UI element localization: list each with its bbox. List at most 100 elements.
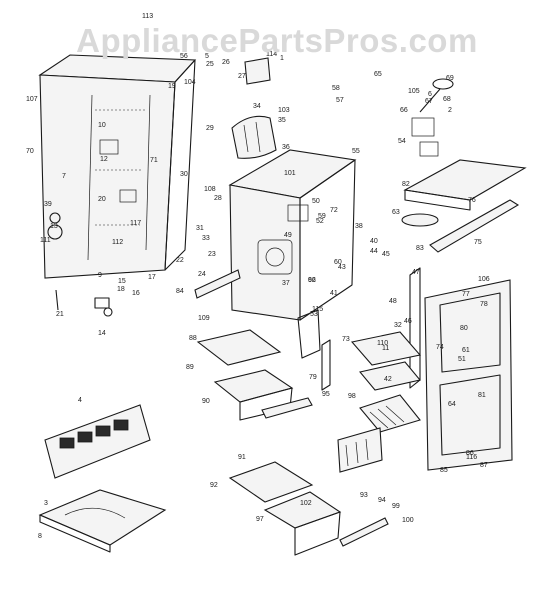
callout-23: 23	[208, 251, 216, 258]
callout-47: 47	[412, 269, 420, 276]
callout-11: 11	[382, 345, 389, 352]
callout-50: 50	[312, 198, 320, 205]
callout-21: 21	[56, 311, 64, 318]
callout-35: 35	[278, 117, 286, 124]
callout-99: 99	[392, 503, 400, 510]
callout-89: 89	[186, 364, 194, 371]
callout-61: 61	[462, 347, 470, 354]
condenser-rail	[429, 199, 520, 253]
callout-74: 74	[436, 344, 444, 351]
callout-32: 32	[394, 322, 402, 329]
callout-40: 40	[370, 238, 378, 245]
callout-67: 67	[425, 98, 433, 105]
wire-shelf	[359, 394, 421, 433]
callout-113: 113	[142, 13, 153, 20]
callout-63: 63	[392, 209, 400, 216]
callout-17: 17	[148, 274, 156, 281]
callout-25: 25	[206, 61, 214, 68]
callout-10: 10	[98, 122, 106, 129]
callout-1: 1	[280, 55, 284, 62]
callout-110: 110	[377, 340, 388, 347]
callout-29: 29	[206, 125, 214, 132]
callout-46: 46	[404, 318, 412, 325]
callout-83: 83	[416, 245, 424, 252]
callout-108: 108	[204, 186, 216, 193]
callout-62: 62	[308, 277, 316, 284]
base-pan	[38, 489, 167, 553]
back-panel	[244, 57, 271, 85]
callout-31: 31	[196, 225, 204, 232]
callout-15: 15	[118, 278, 126, 285]
callout-101: 101	[284, 170, 296, 177]
leveling-leg	[55, 289, 59, 311]
callout-95: 95	[322, 391, 330, 398]
callout-65: 65	[374, 71, 382, 78]
callout-80: 80	[460, 325, 468, 332]
callout-4: 4	[78, 397, 82, 404]
callout-20: 20	[98, 196, 106, 203]
callout-78: 78	[480, 301, 488, 308]
callout-92: 92	[210, 482, 218, 489]
callout-41: 41	[330, 290, 338, 297]
shelf-upper	[196, 329, 282, 366]
callout-100: 100	[402, 517, 414, 524]
callout-18: 18	[117, 286, 125, 293]
hinge-bracket	[94, 297, 113, 317]
callout-96: 96	[308, 277, 316, 284]
freezer-slide-rail	[339, 517, 389, 547]
cabinet-shell	[38, 54, 197, 279]
callout-44: 44	[370, 248, 378, 255]
callout-22: 22	[176, 257, 184, 264]
freezer-basket	[228, 461, 342, 556]
callout-75: 75	[474, 239, 482, 246]
callout-116: 116	[466, 454, 477, 461]
callout-93: 93	[360, 492, 368, 499]
callout-34: 34	[253, 103, 261, 110]
callout-16: 16	[132, 290, 140, 297]
callout-98: 98	[348, 393, 356, 400]
callout-82: 82	[402, 181, 410, 188]
callout-51: 51	[458, 356, 466, 363]
callout-66: 66	[400, 107, 408, 114]
callout-94: 94	[378, 497, 386, 504]
callout-13: 13	[50, 223, 58, 230]
callout-79: 79	[309, 374, 317, 381]
refrigerator-door-frame	[424, 279, 513, 471]
callout-19: 19	[168, 83, 176, 90]
callout-58: 58	[332, 85, 340, 92]
drain-pan	[401, 159, 527, 227]
callout-26: 26	[222, 59, 230, 66]
freezer-liner	[228, 149, 357, 321]
callout-54: 54	[398, 138, 406, 145]
callout-33: 33	[202, 235, 210, 242]
callout-37: 37	[282, 280, 290, 287]
callout-27: 27	[238, 73, 246, 80]
callout-102: 102	[300, 500, 312, 507]
callout-42: 42	[384, 376, 392, 383]
glass-shelf	[350, 331, 422, 391]
callout-97: 97	[256, 516, 264, 523]
callout-90: 90	[202, 398, 210, 405]
callout-103: 103	[278, 107, 290, 114]
callout-9: 9	[98, 272, 102, 279]
callout-86: 86	[466, 450, 474, 457]
callout-72: 72	[330, 207, 338, 214]
side-rail	[194, 269, 241, 299]
callout-49: 49	[284, 232, 292, 239]
callout-52: 52	[316, 218, 324, 225]
callout-5: 5	[205, 53, 209, 60]
callout-68: 68	[443, 96, 451, 103]
callout-59: 59	[318, 213, 326, 220]
callout-6: 6	[428, 91, 432, 98]
callout-12: 12	[100, 156, 108, 163]
callout-107: 107	[26, 96, 38, 103]
callout-2: 2	[448, 107, 452, 114]
door-bin	[337, 427, 383, 473]
fan-motor	[411, 78, 454, 157]
callout-77: 77	[462, 291, 470, 298]
callout-55: 55	[352, 148, 360, 155]
callout-56: 56	[180, 53, 188, 60]
callout-81: 81	[478, 392, 486, 399]
callout-28: 28	[214, 195, 222, 202]
